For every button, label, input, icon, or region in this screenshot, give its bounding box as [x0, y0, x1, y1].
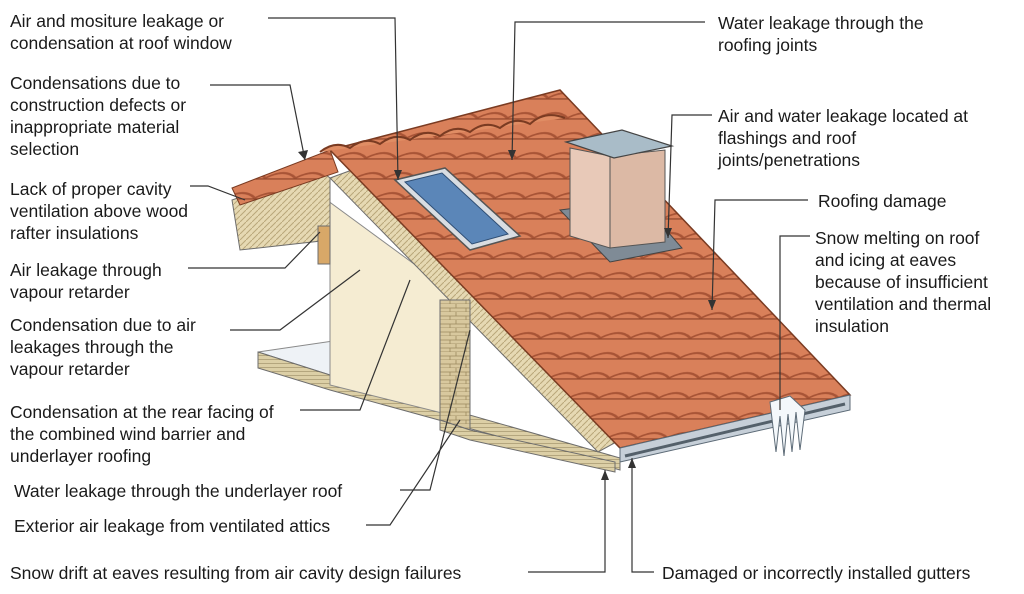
label-flashings: Air and water leakage located at flashin… [718, 106, 969, 170]
leader-roofing-joints [511, 21, 705, 161]
leader-construction [210, 84, 306, 161]
label-roofing-damage: Roofing damage [818, 191, 947, 211]
leader-damage [711, 199, 808, 311]
leader-underlayer [400, 329, 471, 491]
icicles [769, 395, 806, 457]
brick-wall [439, 299, 471, 431]
leader-arrows [298, 150, 716, 480]
chimney-front [569, 147, 611, 249]
gutter [624, 402, 846, 458]
leader-flashings [667, 114, 712, 239]
label-vapour-condensation: Condensation due to air leakages through… [10, 315, 196, 379]
leader-snow-melt [779, 235, 810, 410]
leader-snow-drift [528, 470, 606, 573]
label-rear-facing: Condensation at the rear facing of the c… [10, 402, 274, 466]
label-construction-defects: Condensations due to construction defect… [10, 73, 187, 159]
chimney-cap [563, 129, 675, 159]
chimney-side [609, 149, 666, 249]
ridge-cap [319, 114, 566, 153]
label-snow-melting: Snow melting on roof and icing at eaves … [815, 228, 992, 336]
front-wall [439, 419, 616, 473]
leader-vapour-air [188, 231, 321, 269]
roof-window-glass [403, 172, 509, 245]
roof-overhang [231, 149, 339, 206]
leader-cavity [190, 185, 246, 201]
label-cavity-ventilation: Lack of proper cavity ventilation above … [10, 179, 189, 243]
label-window-leak: Air and mositure leakage or condensation… [10, 11, 232, 53]
leader-attic [366, 419, 461, 526]
label-gutters: Damaged or incorrectly installed gutters [662, 563, 971, 583]
label-underlayer-leak: Water leakage through the underlayer roo… [14, 481, 343, 501]
rafter-end [317, 225, 331, 265]
leader-gutters [631, 458, 654, 573]
house-illustration [231, 89, 852, 473]
leader-vapour-cond [230, 269, 361, 331]
leader-window [268, 17, 399, 181]
leader-lines [188, 17, 810, 573]
leader-rear [300, 279, 411, 411]
label-vapour-air-leak: Air leakage through vapour retarder [10, 260, 162, 302]
label-snow-drift: Snow drift at eaves resulting from air c… [10, 563, 462, 583]
label-roofing-joints: Water leakage through the roofing joints [718, 13, 924, 55]
label-attic-leak: Exterior air leakage from ventilated att… [14, 516, 331, 536]
